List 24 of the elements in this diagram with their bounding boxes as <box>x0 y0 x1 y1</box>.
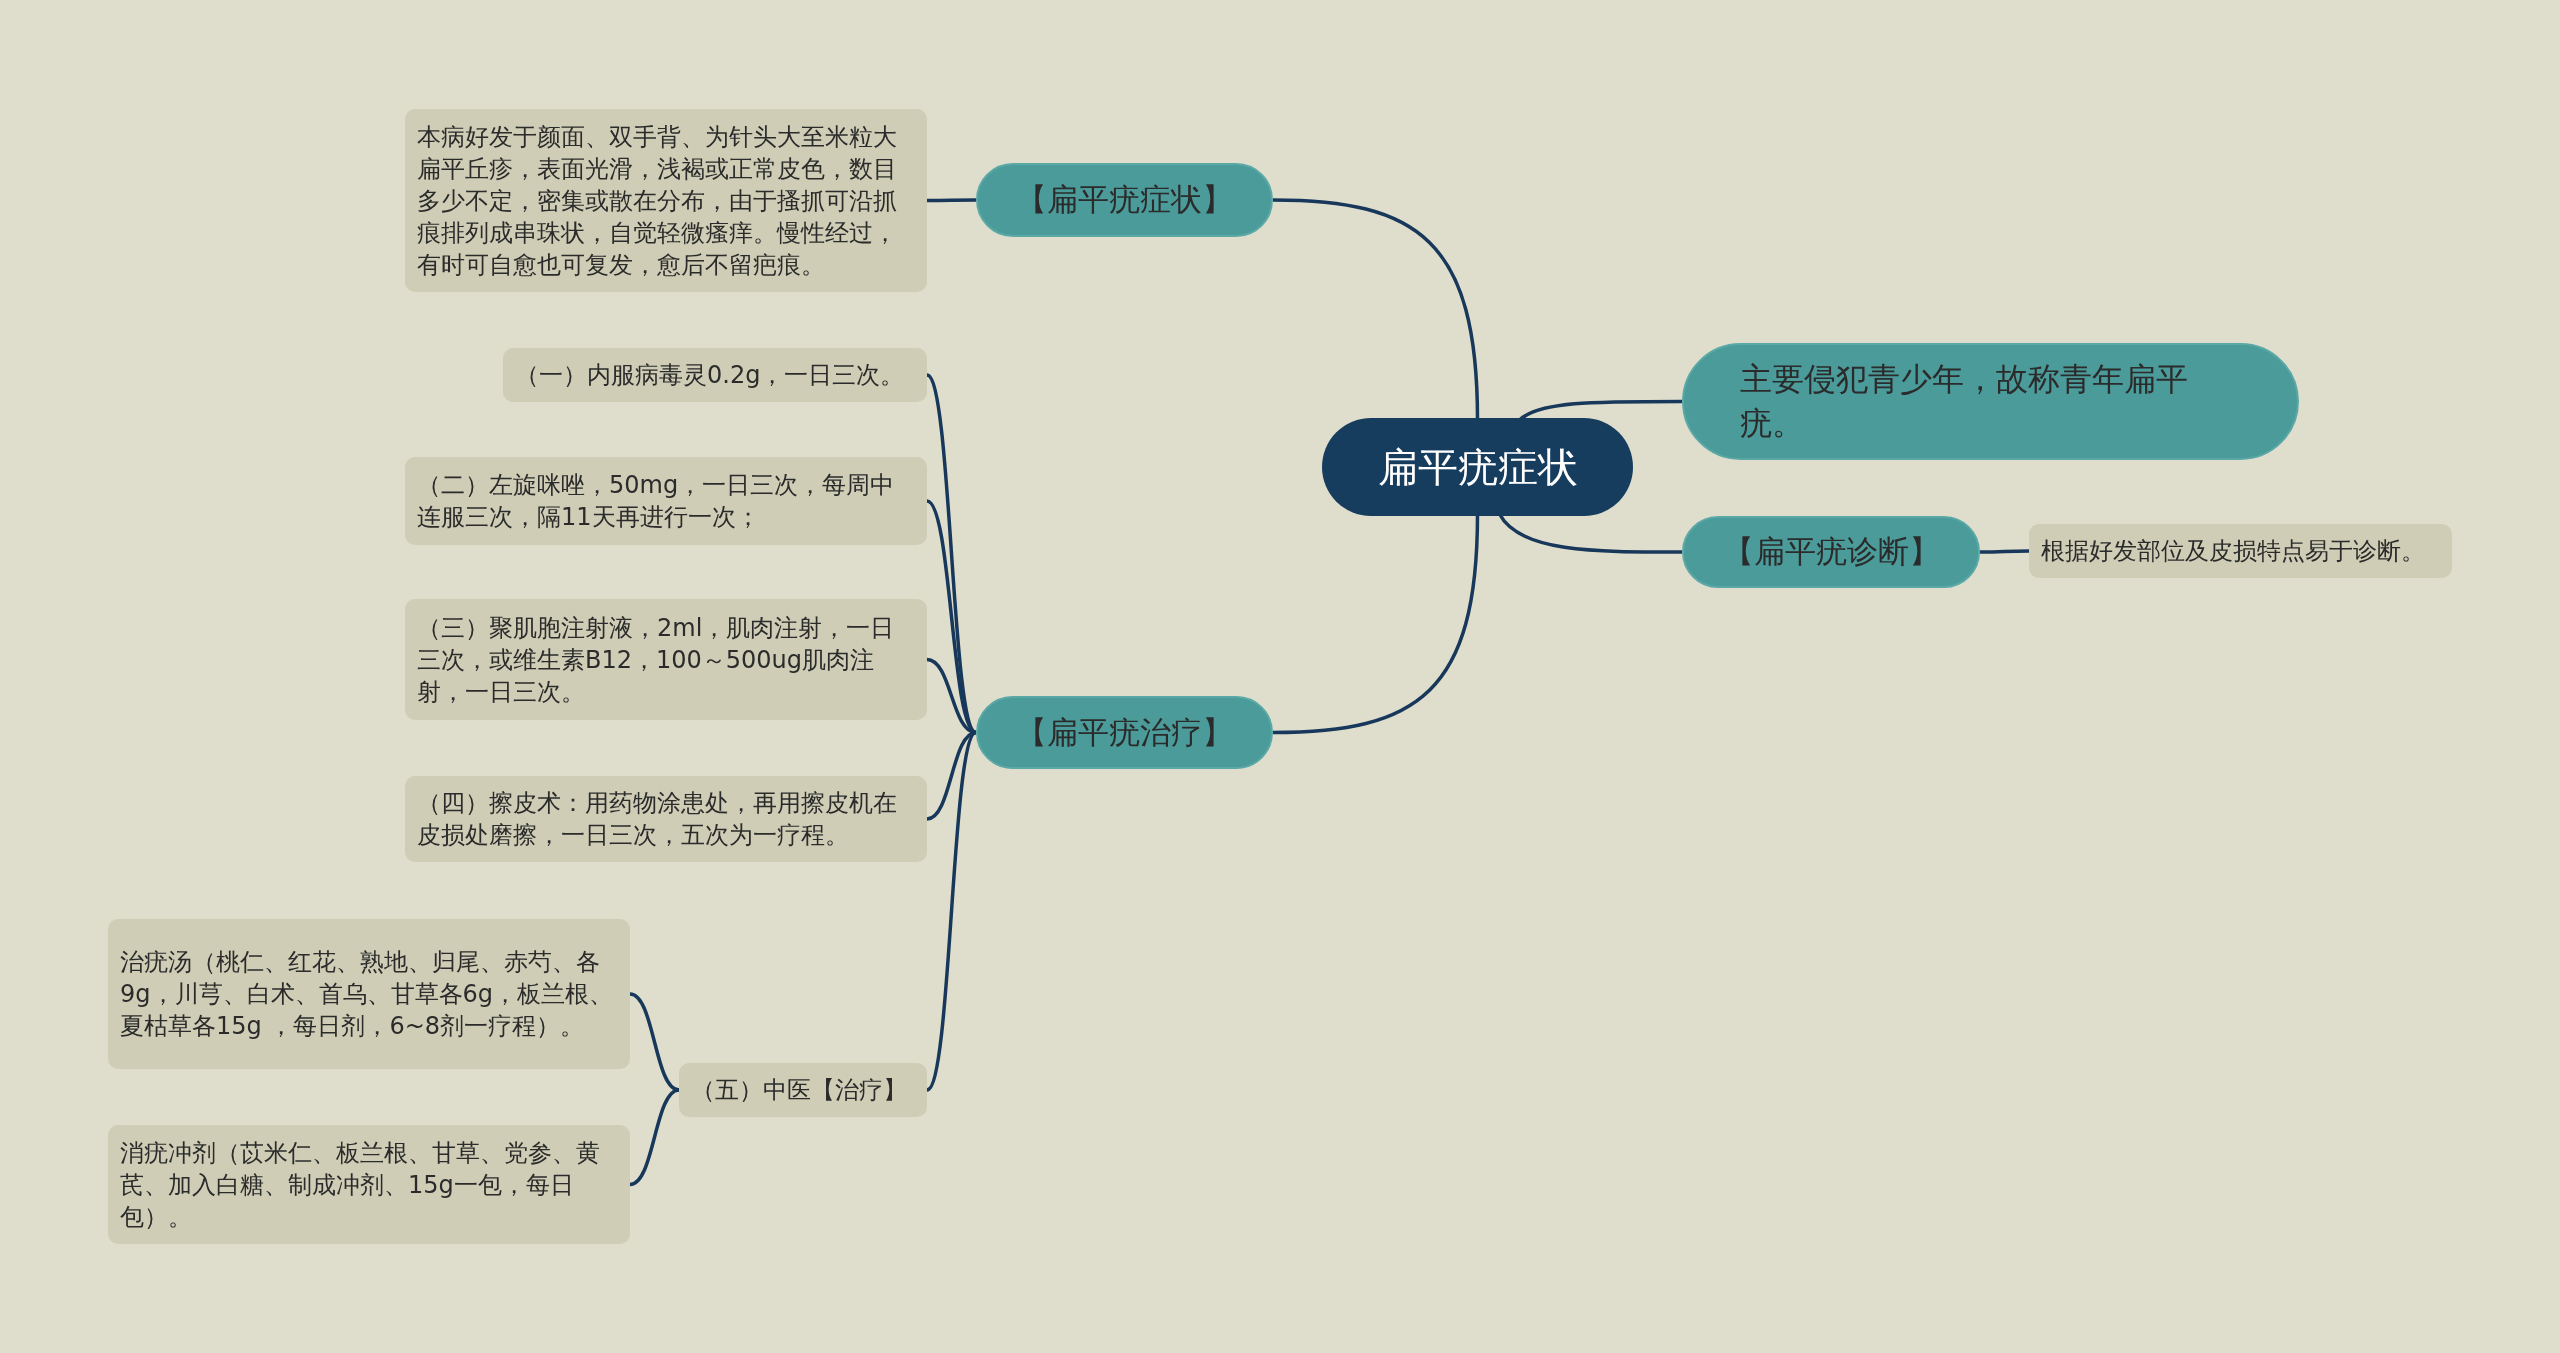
note-box: 消疣冲剂（苡米仁、板兰根、甘草、党参、黄芪、加入白糖、制成冲剂、15g一包，每日包）。 <box>108 1125 630 1244</box>
note-box: 本病好发于颜面、双手背、为针头大至米粒大扁平丘疹，表面光滑，浅褐或正常皮色，数目多少不定，密集或散在分布，由于搔抓可沿抓痕排列成串珠状，自觉轻微瘙痒。慢性经过，有时可自愈也可复发，愈后不留疤痕。 <box>405 109 927 292</box>
central-topic: 扁平疣症状 <box>1322 418 1633 516</box>
connector-line <box>925 373 978 734</box>
note-box: （一）内服病毒灵0.2g，一日三次。 <box>503 348 927 402</box>
note-box: 治疣汤（桃仁、红花、熟地、归尾、赤芍、各9g，川芎、白术、首乌、甘草各6g，板兰根、夏枯草各15g ，每日剂，6~8剂一疗程）。 <box>108 919 630 1069</box>
connector-line <box>926 730 977 821</box>
topic-box: 【扁平疣症状】 <box>976 163 1273 237</box>
connector-line <box>1980 549 2029 554</box>
connector-line <box>925 731 978 1092</box>
connector-line <box>1272 513 1480 735</box>
connector-line <box>629 1088 680 1187</box>
connector-line <box>629 992 680 1092</box>
connector-line <box>927 198 976 203</box>
note-box: （二）左旋咪唑，50mg，一日三次，每周中连服三次，隔11天再进行一次； <box>405 457 927 545</box>
connector-line <box>1498 513 1682 554</box>
topic-box: 主要侵犯青少年，故称青年扁平疣。 <box>1682 343 2299 460</box>
note-box: （四）擦皮术：用药物涂患处，再用擦皮机在皮损处磨擦，一日三次，五次为一疗程。 <box>405 776 927 862</box>
topic-box: 【扁平疣诊断】 <box>1682 516 1980 588</box>
connector-line <box>1272 198 1480 421</box>
note-box: （五）中医【治疗】 <box>679 1063 927 1117</box>
note-box: 根据好发部位及皮损特点易于诊断。 <box>2029 524 2452 578</box>
topic-box: 【扁平疣治疗】 <box>976 696 1273 769</box>
note-box: （三）聚肌胞注射液，2ml，肌肉注射，一日三次，或维生素B12，100～500ug肌肉注射，一日三次。 <box>405 599 927 720</box>
